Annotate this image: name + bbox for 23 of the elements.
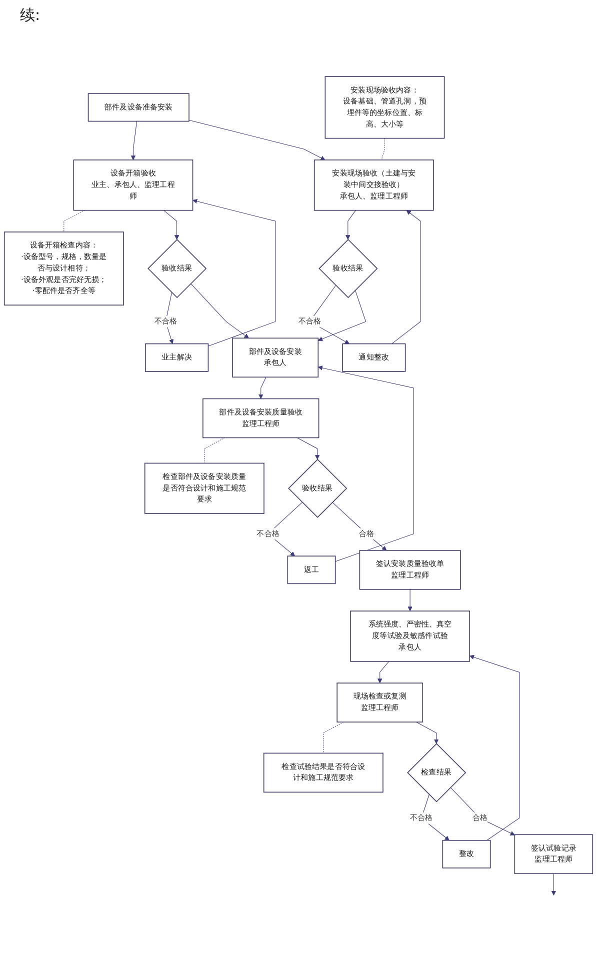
note-text: 续: xyxy=(20,6,42,25)
arrow xyxy=(416,722,439,744)
arrow xyxy=(258,376,266,399)
arrow xyxy=(188,120,326,160)
connector xyxy=(64,210,85,232)
arrow xyxy=(192,198,276,346)
arrow xyxy=(318,366,414,562)
arrow xyxy=(421,794,450,841)
arrow xyxy=(392,210,421,344)
arrow xyxy=(346,210,356,240)
arrow xyxy=(165,292,174,344)
arrow xyxy=(130,120,138,160)
arrow xyxy=(450,787,515,836)
arrow xyxy=(332,502,387,551)
connector xyxy=(381,138,385,160)
arrow xyxy=(296,437,320,460)
arrow xyxy=(190,283,249,338)
arrow xyxy=(163,210,180,240)
arrow xyxy=(377,661,390,684)
arrow xyxy=(408,589,412,612)
arrow xyxy=(469,654,520,841)
arrow xyxy=(318,290,366,342)
arrow xyxy=(551,873,556,896)
